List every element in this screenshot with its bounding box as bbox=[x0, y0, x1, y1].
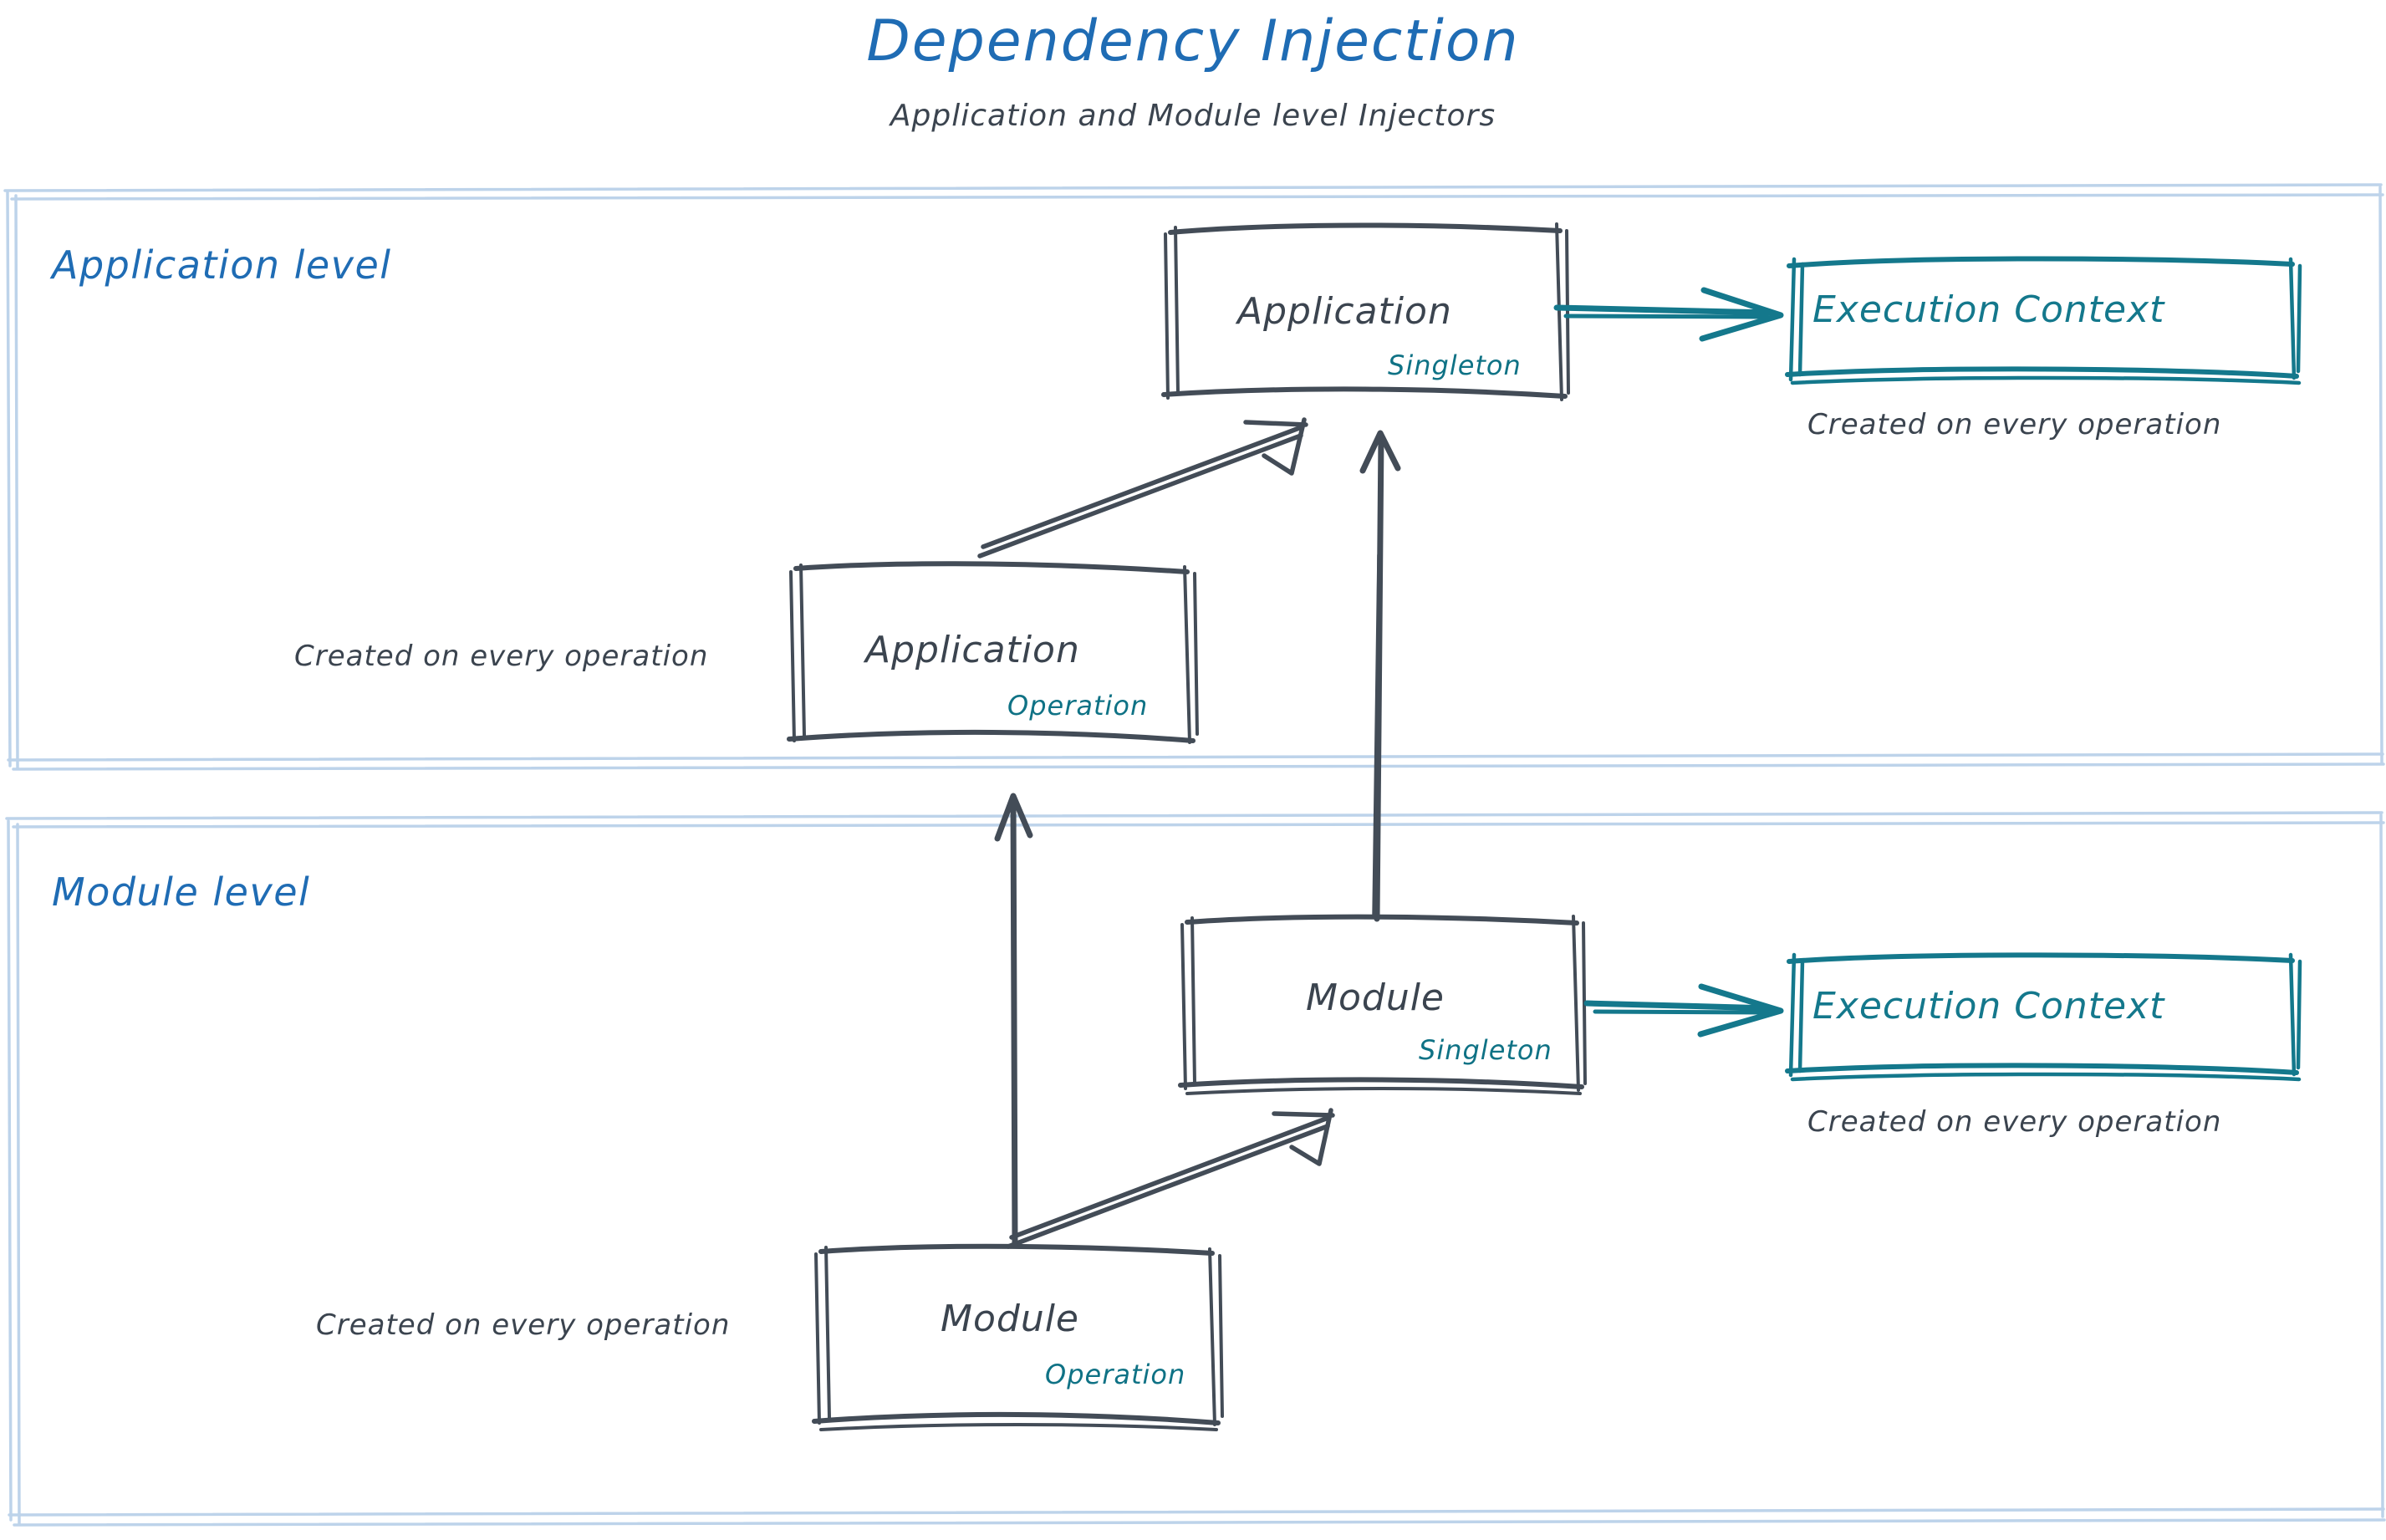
section-label-application-level: Application level bbox=[52, 242, 392, 288]
page-title: Dependency Injection bbox=[866, 8, 1520, 74]
node-scope-application-operation: Operation bbox=[1007, 690, 1149, 722]
node-title-execution-context-application: Execution Context bbox=[1812, 288, 2165, 331]
node-title-module-operation: Module bbox=[941, 1298, 1079, 1340]
edge-module-operation-to-application-operation bbox=[994, 793, 1033, 1248]
container-module-level bbox=[5, 811, 2386, 1527]
node-title-application-singleton: Application bbox=[1237, 290, 1452, 333]
node-scope-module-singleton: Singleton bbox=[1419, 1034, 1552, 1066]
note-application-operation: Created on every operation bbox=[294, 640, 709, 673]
node-title-application-operation: Application bbox=[865, 629, 1080, 671]
edge-module-operation-to-module-singleton bbox=[1006, 1108, 1335, 1249]
edge-application-to-execution-context bbox=[1553, 287, 1784, 342]
node-title-execution-context-module: Execution Context bbox=[1812, 985, 2165, 1028]
section-label-module-level: Module level bbox=[52, 869, 311, 915]
page-subtitle: Application and Module level Injectors bbox=[890, 99, 1496, 133]
edge-module-singleton-to-application-singleton bbox=[1359, 430, 1401, 922]
edge-module-to-execution-context bbox=[1583, 983, 1784, 1038]
node-scope-module-operation: Operation bbox=[1045, 1359, 1186, 1390]
edge-application-operation-to-application-singleton bbox=[977, 417, 1308, 558]
node-title-module-singleton: Module bbox=[1306, 977, 1445, 1019]
node-scope-application-singleton: Singleton bbox=[1388, 349, 1522, 381]
note-execution-context-module: Created on every operation bbox=[1807, 1105, 2222, 1139]
note-module-operation: Created on every operation bbox=[316, 1308, 731, 1342]
note-execution-context-application: Created on every operation bbox=[1807, 408, 2222, 441]
